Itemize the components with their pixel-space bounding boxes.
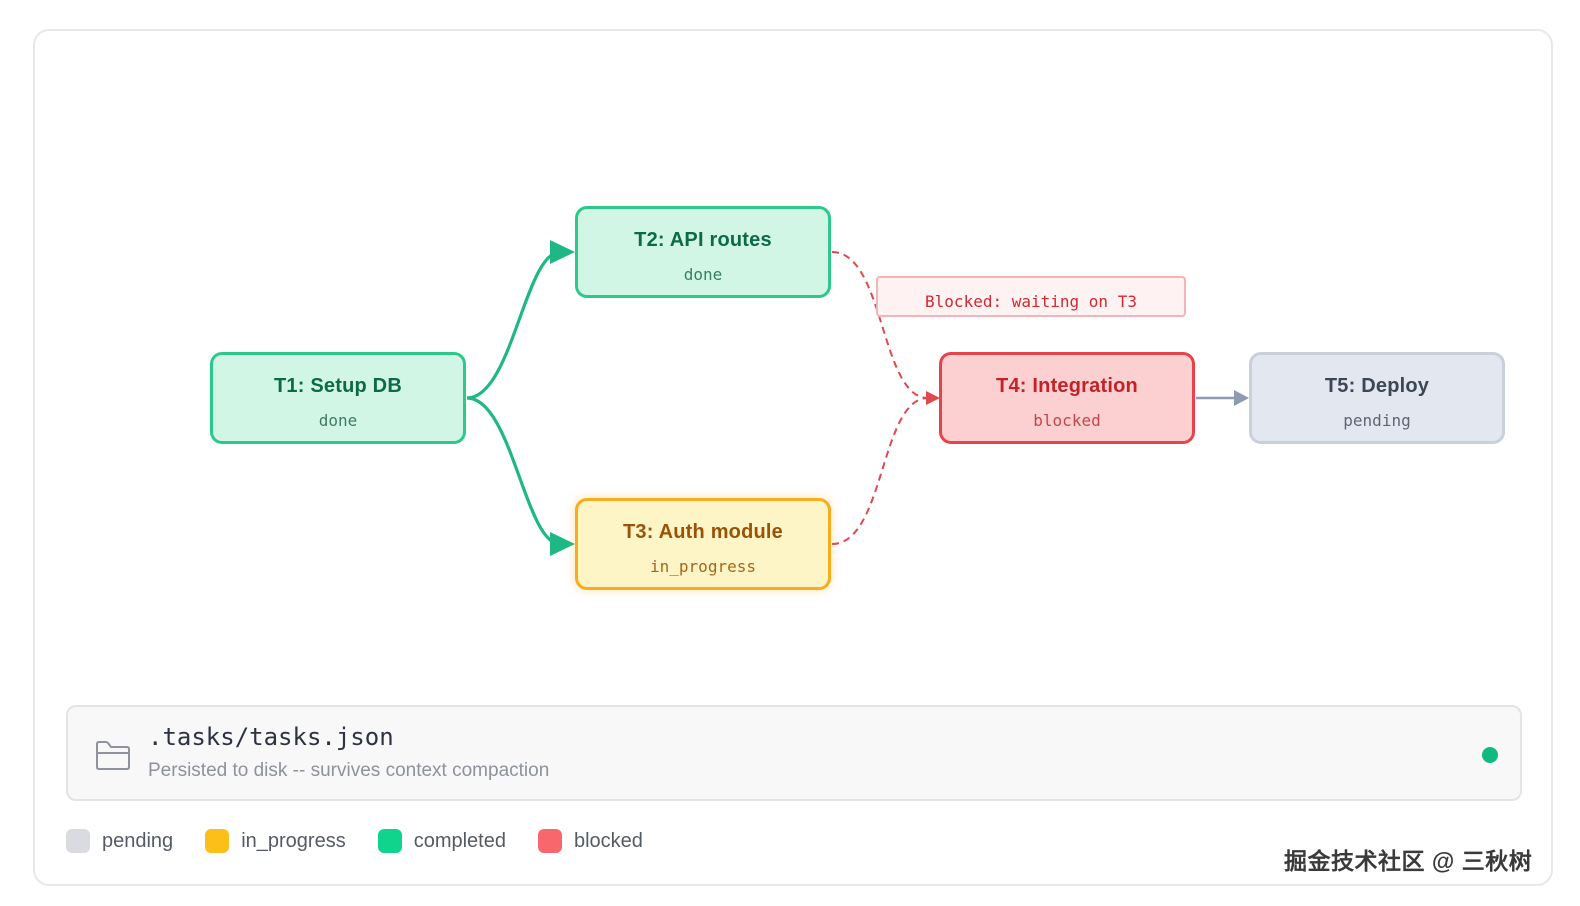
folder-icon bbox=[96, 741, 130, 770]
task-status: blocked bbox=[1033, 411, 1101, 430]
task-title: T3: Auth module bbox=[622, 521, 784, 543]
legend-label: in_progress bbox=[241, 829, 346, 852]
status-indicator bbox=[1482, 747, 1498, 763]
task-title: T2: API routes bbox=[634, 229, 772, 251]
legend-item-completed: completed bbox=[377, 829, 506, 853]
task-node-t1[interactable]: T1: Setup DB done bbox=[210, 352, 466, 444]
legend-item-in-progress: in_progress bbox=[205, 829, 346, 853]
persistence-panel: .tasks/tasks.json Persisted to disk -- s… bbox=[66, 705, 1522, 801]
legend-label: blocked bbox=[573, 829, 643, 852]
task-node-t4[interactable]: T4: Integration blocked bbox=[939, 352, 1195, 444]
legend-label: pending bbox=[102, 829, 174, 852]
task-status: in_progress bbox=[650, 557, 756, 576]
file-description: Persisted to disk -- survives context co… bbox=[148, 760, 550, 781]
task-status: done bbox=[683, 265, 723, 284]
task-node-t3[interactable]: T3: Auth module in_progress bbox=[575, 498, 831, 590]
file-path: .tasks/tasks.json bbox=[148, 723, 394, 751]
legend: pending in_progress completed blocked bbox=[66, 826, 675, 856]
legend-swatch bbox=[537, 829, 562, 853]
task-title: T1: Setup DB bbox=[274, 375, 402, 397]
task-node-t5[interactable]: T5: Deploy pending bbox=[1249, 352, 1505, 444]
task-node-t2[interactable]: T2: API routes done bbox=[575, 206, 831, 298]
legend-swatch bbox=[66, 829, 90, 853]
task-status: done bbox=[318, 411, 358, 430]
task-status: pending bbox=[1343, 411, 1411, 430]
legend-item-pending: pending bbox=[66, 829, 173, 853]
watermark: 掘金技术社区 @ 三秋树 bbox=[1284, 848, 1533, 874]
legend-swatch bbox=[205, 829, 230, 853]
legend-label: completed bbox=[413, 829, 506, 852]
blocked-annotation: Blocked: waiting on T3 bbox=[876, 276, 1186, 317]
legend-item-blocked: blocked bbox=[537, 829, 643, 853]
task-title: T5: Deploy bbox=[1324, 375, 1430, 397]
task-title: T4: Integration bbox=[996, 375, 1138, 397]
legend-swatch bbox=[377, 829, 402, 853]
